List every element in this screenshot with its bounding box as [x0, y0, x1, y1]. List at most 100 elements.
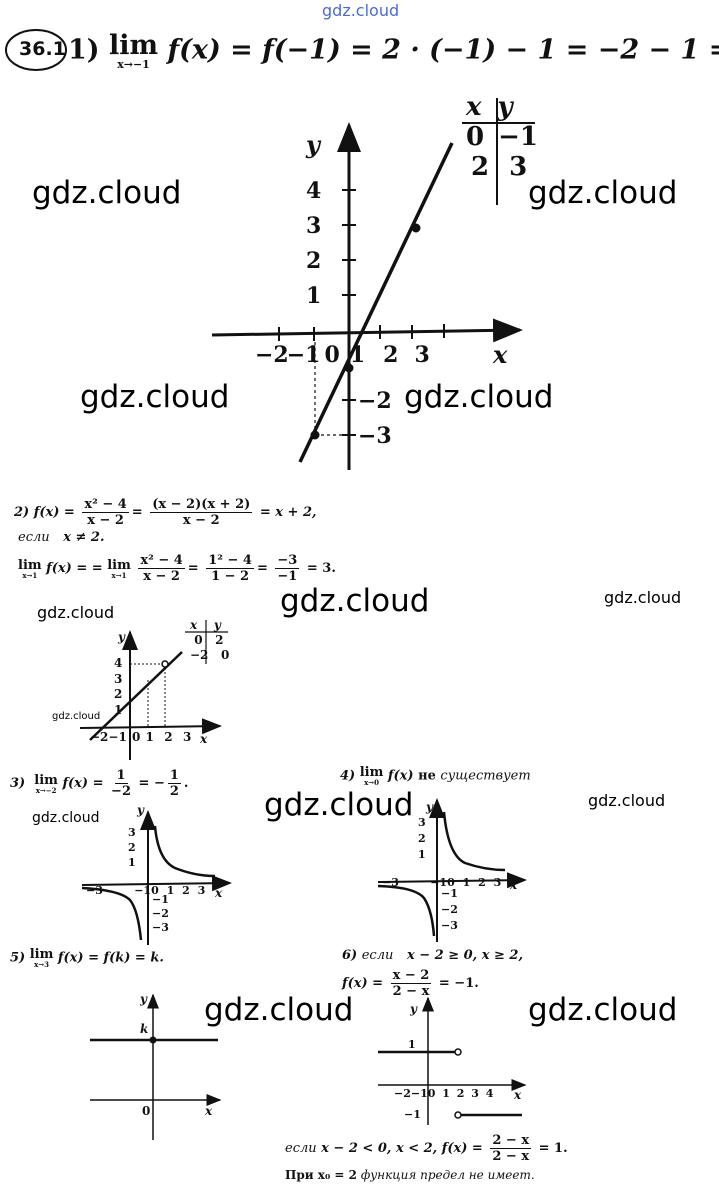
tick: −3: [382, 876, 399, 889]
tick: 3: [128, 826, 136, 839]
graph-1: [211, 98, 535, 470]
tick: −2: [255, 342, 289, 368]
p1-num: 1): [68, 34, 100, 66]
watermark: gdz.cloud: [528, 992, 678, 1028]
axis-label-y: y: [426, 800, 433, 814]
p6-conclusion: При x₀ = 2 функция предел не имеет.: [285, 1168, 535, 1182]
tick: 3: [306, 213, 322, 239]
tick: 2: [164, 730, 173, 744]
tick: 1: [418, 848, 426, 861]
tick: −1: [430, 876, 448, 889]
text: .: [183, 776, 189, 791]
text: = −1.: [438, 976, 479, 991]
lim-sub: x→1: [22, 570, 38, 580]
hand: существует: [440, 768, 531, 784]
tick: −3: [86, 884, 103, 897]
den: 1 − 2: [211, 569, 250, 584]
p3-xticks: −3 −10 1 2 3: [86, 884, 205, 897]
watermark: gdz.cloud: [604, 588, 682, 607]
line-y-2x-1: [298, 142, 454, 463]
lim-word: lim: [34, 772, 58, 788]
text: f(x) =: [342, 976, 384, 991]
lim-word: lim: [359, 765, 384, 780]
den: 2 − x: [492, 1149, 530, 1164]
num: x² − 4: [82, 497, 129, 513]
tbl-cell: −2: [190, 648, 209, 662]
p4-num: 4): [340, 768, 356, 784]
graph-2: [79, 620, 228, 760]
den: −2: [111, 784, 131, 799]
tick: −3: [358, 423, 392, 449]
watermark: gdz.cloud: [204, 992, 354, 1028]
tick: 2: [383, 342, 399, 368]
fraction: −3−1: [275, 553, 300, 584]
tick: −1: [152, 893, 169, 906]
tick: −1: [286, 342, 321, 368]
hand: если: [18, 530, 50, 545]
axis-label-y: y: [306, 130, 320, 159]
p1-expr: f(x) = f(−1) = 2 · (−1) − 1 = −2 − 1 = −…: [167, 34, 719, 66]
text: f(x) =: [441, 1141, 483, 1156]
tick: 4: [485, 1087, 494, 1100]
text: f(x) =: [46, 561, 92, 576]
tick: 2: [418, 832, 426, 845]
tick: 1: [462, 876, 471, 889]
tick: −1: [404, 1108, 421, 1121]
tick: 1: [114, 702, 123, 717]
text: = −: [138, 776, 165, 791]
tick: 2: [182, 884, 190, 897]
tbl-h: x: [190, 618, 198, 632]
lim-sub: x→0: [364, 778, 380, 787]
watermark: gdz.cloud: [264, 787, 414, 823]
lim-word: lim: [29, 947, 54, 962]
text: = 1.: [538, 1141, 568, 1156]
axis-label-x: x: [514, 1088, 522, 1102]
lim-sub: x→−2: [35, 785, 57, 795]
axis-label-x: x: [205, 1104, 213, 1118]
num: 1: [167, 768, 181, 784]
tick: 0: [151, 884, 159, 897]
p2-table: x y 0 2 −2 0: [190, 618, 229, 663]
text: f(x) =: [62, 776, 104, 791]
tick: −1: [134, 884, 152, 897]
num: x − 2: [390, 968, 432, 984]
tick: 3: [471, 1087, 479, 1100]
lim-sub: x→1: [111, 570, 127, 580]
tick: 1: [128, 856, 136, 869]
text: f(x) =: [33, 505, 75, 520]
k-label: k: [140, 1022, 149, 1036]
tick: 2: [456, 1087, 465, 1100]
text: x − 2 < 0, x < 2,: [321, 1141, 438, 1156]
lim-word: lim: [107, 557, 131, 573]
watermark: gdz.cloud: [32, 810, 100, 826]
tick: 2: [306, 248, 322, 274]
watermark: gdz.cloud: [588, 791, 666, 810]
den: 2: [169, 784, 179, 799]
tick: 0: [132, 730, 141, 744]
p2-cond: если x ≠ 2.: [18, 530, 104, 545]
text: f(x): [387, 768, 414, 784]
tick: 4: [114, 656, 123, 670]
text: не: [418, 768, 436, 784]
tick: 0: [447, 876, 455, 889]
tbl-cell: 2: [471, 152, 490, 182]
tick: −1: [441, 887, 458, 900]
tick: −1: [410, 1087, 428, 1100]
tick: 1: [306, 283, 322, 309]
hand: если: [361, 948, 394, 963]
tick: 3: [197, 884, 206, 897]
den: −1: [277, 569, 298, 584]
tbl-cell: 0: [220, 648, 230, 662]
tbl-cell: 3: [509, 152, 528, 182]
lim-sub: x→−1: [117, 58, 150, 71]
axis-label-x: x: [200, 732, 208, 746]
